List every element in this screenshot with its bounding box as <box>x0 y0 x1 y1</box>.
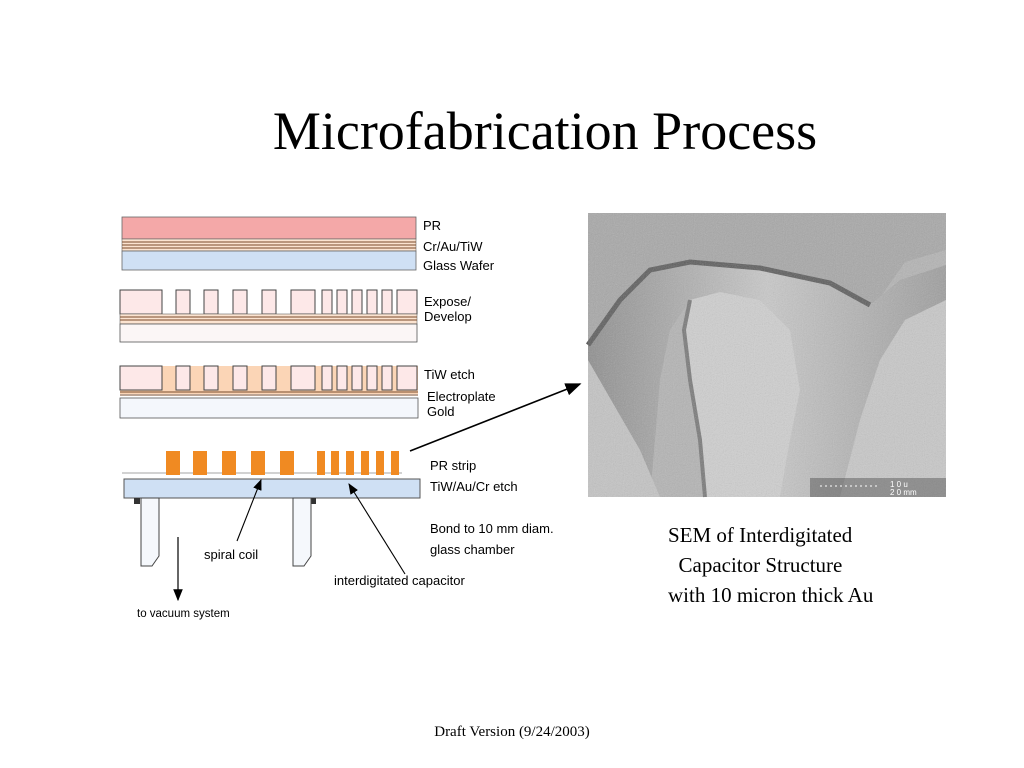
label-gold: Gold <box>427 404 454 419</box>
sem-scale-line1: 1 0 u <box>890 480 908 489</box>
electrode <box>280 451 294 475</box>
label-cr-au-tiw: Cr/Au/TiW <box>423 239 483 254</box>
step4-glass-wafer <box>123 478 421 499</box>
chamber-wall-right <box>292 497 312 567</box>
label-tiw-au-cr-etch: TiW/Au/Cr etch <box>430 479 518 494</box>
label-tiw-etch: TiW etch <box>424 367 475 382</box>
label-bond-line1: Bond to 10 mm diam. <box>430 521 554 536</box>
electrode <box>331 451 339 475</box>
caption-line: Capacitor Structure <box>668 553 843 577</box>
electrode <box>391 451 399 475</box>
chamber-wall-left <box>140 497 160 567</box>
label-develop: Develop <box>424 309 472 324</box>
caption-line: SEM of Interdigitated <box>668 523 853 547</box>
sem-pointer-arrow <box>409 383 582 452</box>
electrode <box>376 451 384 475</box>
sem-caption: SEM of Interdigitated Capacitor Structur… <box>668 520 1008 610</box>
electrode <box>317 451 325 475</box>
electrode <box>222 451 236 475</box>
label-spiral-coil: spiral coil <box>204 547 258 562</box>
footer-version: Draft Version (9/24/2003) <box>434 724 590 740</box>
label-interdigitated-capacitor: interdigitated capacitor <box>334 573 465 588</box>
label-bond-line2: glass chamber <box>430 542 515 557</box>
step1-stack: PR Cr/Au/TiW Glass Wafer <box>121 216 495 273</box>
electrode <box>193 451 207 475</box>
caption-line: with 10 micron thick Au <box>668 583 874 607</box>
electrode <box>361 451 369 475</box>
electrode <box>166 451 180 475</box>
electrode <box>251 451 265 475</box>
step1-photoresist <box>121 216 417 240</box>
sem-image: 1 0 u 2 0 mm <box>585 213 946 498</box>
electrode <box>346 451 354 475</box>
capacitor-arrow <box>348 483 406 575</box>
step3-stack: TiW etch Electroplate Gold <box>119 365 496 419</box>
label-pr-strip: PR strip <box>430 458 476 473</box>
label-expose: Expose/ <box>424 294 471 309</box>
step4-stack: PR strip TiW/Au/Cr etch Bond to 10 mm di… <box>122 383 582 620</box>
spiral-coil-arrow <box>236 478 262 542</box>
label-pr: PR <box>423 218 441 233</box>
step2-stack: Expose/ Develop <box>119 289 472 343</box>
step1-glass-wafer <box>121 250 417 271</box>
slide-title: Microfabrication Process <box>272 101 818 161</box>
label-glass-wafer: Glass Wafer <box>423 258 495 273</box>
sem-scale-line2: 2 0 mm <box>890 488 917 497</box>
label-vacuum-system: to vacuum system <box>137 608 230 620</box>
label-electroplate: Electroplate <box>427 389 496 404</box>
